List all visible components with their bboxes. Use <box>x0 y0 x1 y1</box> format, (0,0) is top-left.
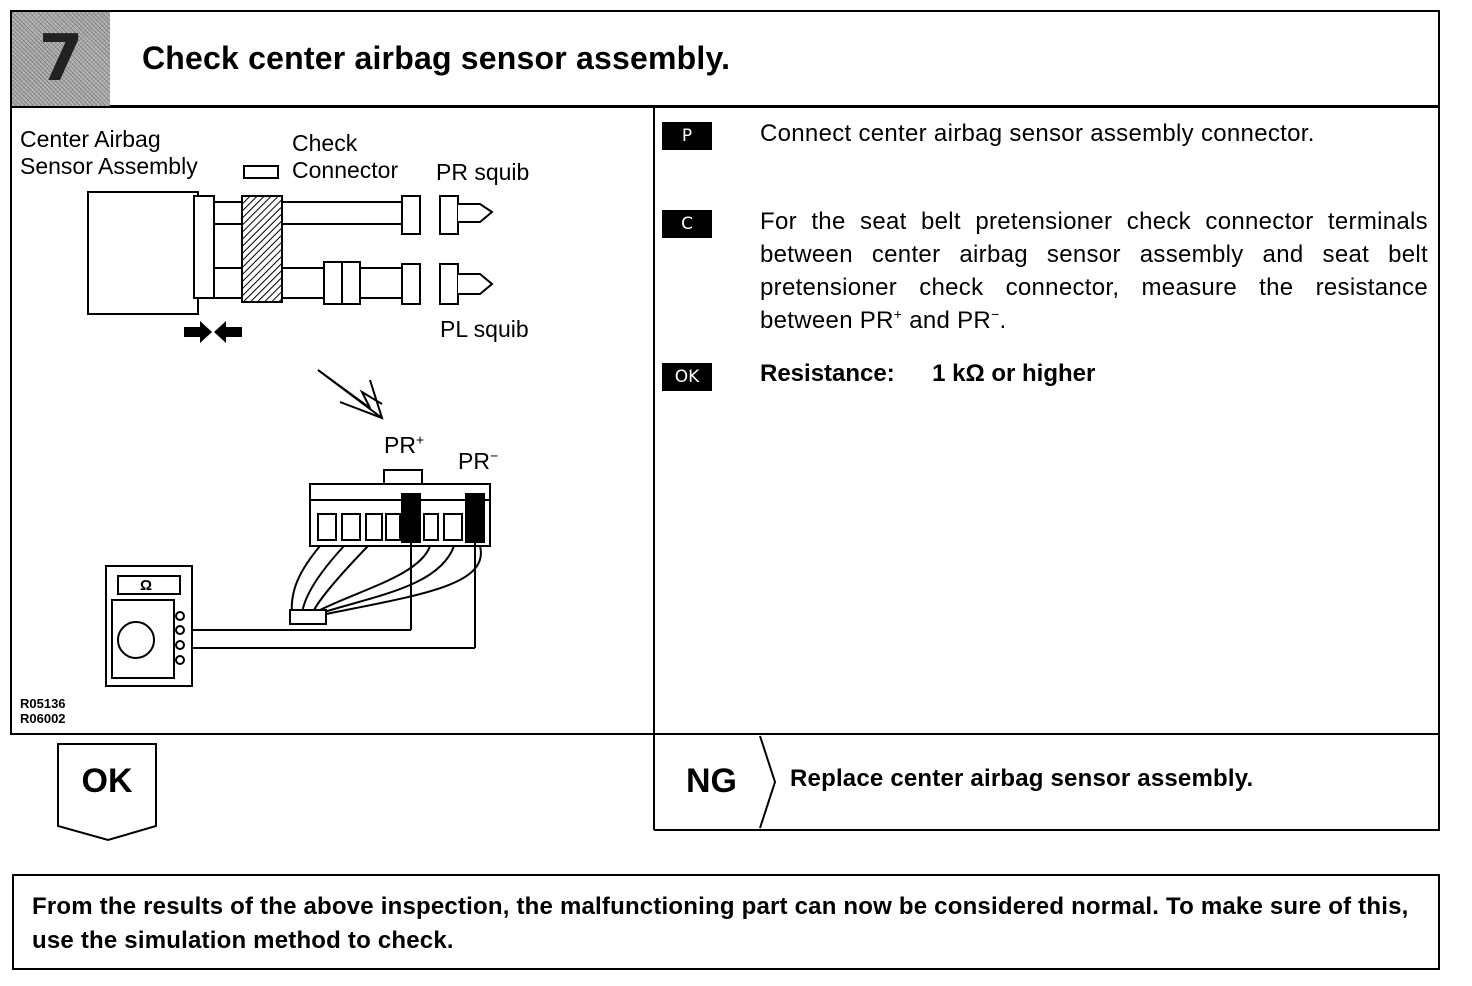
ok-result-label: OK <box>81 762 133 800</box>
ng-result-action: Replace center airbag sensor assembly. <box>790 765 1254 792</box>
label-pl-squib: PL squib <box>440 316 529 342</box>
conclusion-note-text: From the results of the above inspection… <box>32 893 1409 954</box>
tag-p: P <box>662 122 712 150</box>
label-check-connector: Check Connector <box>292 130 399 183</box>
ohm-symbol: Ω <box>140 577 153 594</box>
ref-code-2: R06002 <box>20 711 66 726</box>
label-pr-squib: PR squib <box>436 159 530 185</box>
instruction-p: Connect center airbag sensor assembly co… <box>760 120 1315 147</box>
instruction-c: For the seat belt pretensioner check con… <box>760 208 1428 334</box>
check-connector-hatched <box>241 195 283 303</box>
sensor-connector <box>193 195 215 299</box>
step-number-badge: 7 <box>12 12 110 106</box>
tag-ok: OK <box>662 363 712 391</box>
connector-icon <box>243 165 279 179</box>
tag-c: C <box>662 210 712 238</box>
step-number: 7 <box>38 22 84 96</box>
label-pr-plus: PR+ <box>384 431 425 458</box>
sensor-body <box>87 191 199 315</box>
ok-spec-label: Resistance: <box>760 360 895 387</box>
conclusion-note: From the results of the above inspection… <box>12 874 1440 970</box>
ok-spec: Resistance: 1 kΩ or higher <box>760 360 1095 388</box>
page-title: Check center airbag sensor assembly. <box>142 40 731 76</box>
wiring-diagram <box>87 165 494 687</box>
label-center-airbag: Center Airbag Sensor Assembly <box>20 126 198 179</box>
ng-result-label: NG <box>686 762 737 800</box>
ok-spec-value: 1 kΩ or higher <box>932 360 1096 387</box>
label-pr-minus: PR− <box>458 447 499 474</box>
ref-code-1: R05136 <box>20 696 66 711</box>
